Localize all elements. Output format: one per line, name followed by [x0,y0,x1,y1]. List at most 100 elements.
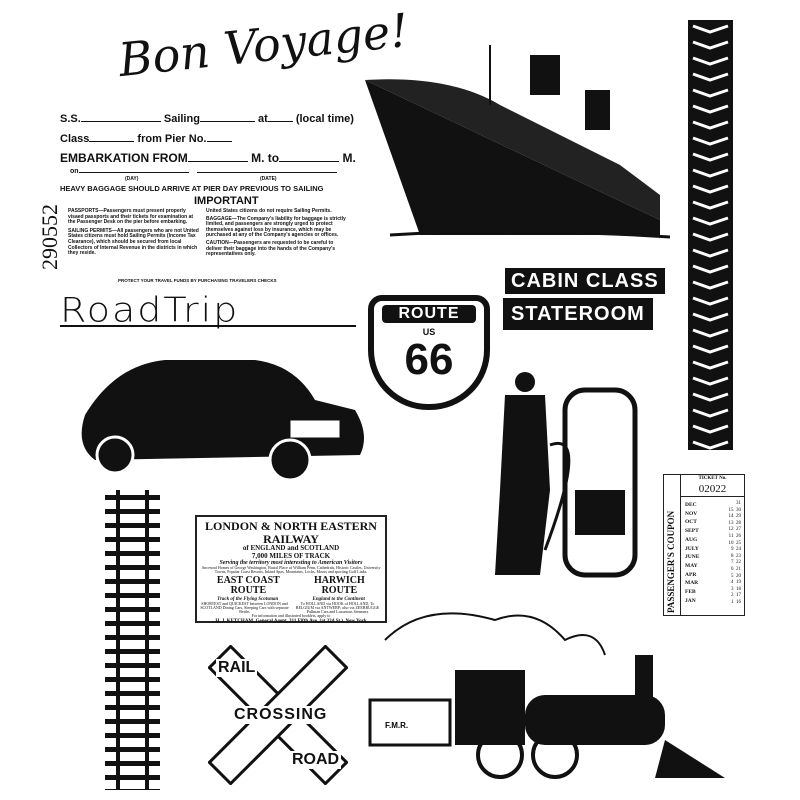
ticket-number: 02022 [681,482,744,497]
harwich-description: To HOLLAND via HOOK of HOLLAND, To BELGI… [295,600,380,615]
lner-title: LONDON & NORTH EASTERN RAILWAY [205,519,377,546]
coupon-month: DEC [685,502,697,508]
tire-tread [692,232,729,242]
rail-tie [105,747,160,752]
label-ss: S.S. [60,113,81,125]
route-label: ROUTE [382,305,476,323]
label-class: Class [60,133,90,145]
railroad-track-illustration [105,490,160,790]
coupon-month: SEPT [685,528,699,535]
route-66-shield: ROUTE US 66 [368,295,490,410]
rail-tie [105,537,160,542]
coupon-month: JULY [685,545,699,552]
coupon-days: 11 26 [728,533,741,539]
rail-tie [105,565,160,570]
rail-tie [105,663,160,668]
rail-tie [105,635,160,640]
tire-tread [692,296,729,306]
tire-tread [692,248,729,258]
tire-tread [692,408,729,418]
rail-tie [105,719,160,724]
tire-tread [692,152,729,162]
route-number: 66 [404,335,454,384]
coupon-days: 13 28 [728,520,742,526]
coupon-days: 4 19 [731,580,741,586]
sailing-permits-paragraph: SAILING PERMITS—All passengers who are n… [68,227,199,257]
important-heading: IMPORTANT [194,195,259,207]
rail-tie [105,705,160,710]
tire-tread [692,24,729,34]
coupon-month: AUG [685,536,698,543]
tire-tread [692,136,729,146]
lner-description: Ancestral Homes of George Washington, Bu… [201,565,381,575]
tire-tread [692,392,729,402]
label-at: at [257,113,268,125]
tire-tread [692,72,729,82]
coupon-days: 6 21 [731,566,741,572]
tire-tread [692,120,729,130]
tire-tread [692,376,729,386]
coupon-month: MAR [685,580,699,587]
tender-plate: F.M.R. [385,721,408,730]
lner-info: For information and illustrated booklets… [251,613,331,619]
passports-text: PASSPORTS—Passengers must present proper… [68,208,200,257]
coupon-days: 2 17 [731,593,741,599]
caution-paragraph: CAUTION—Passengers are requested to be c… [206,239,335,258]
lner-advertisement: LONDON & NORTH EASTERN RAILWAY of ENGLAN… [195,515,387,624]
coupon-days: 10 25 [728,540,742,546]
coupon-month: FEB [685,589,696,596]
harwich-subtitle: England to the Continent [312,596,365,602]
railroad-crossing-sign: RAIL CROSSING ROAD [208,645,348,785]
tire-tread [692,440,729,450]
ocean-liner-illustration [365,45,670,239]
rail-tie [105,649,160,654]
label-on: on [70,168,79,175]
coupon-days: 14 29 [728,514,742,520]
tire-tread [692,184,729,194]
label-pier: from Pier No. [137,133,207,145]
cabin-class-label: CABIN CLASS [505,268,665,294]
tire-tread [692,424,729,434]
citizens-paragraph: United States citizens do not require Sa… [206,208,332,214]
east-coast-subtitle: Track of the Flying Scotsman [217,596,279,602]
road-trip-underline [60,325,356,327]
rail-tie [105,761,160,766]
lner-serving: Serving the territory most interesting t… [219,559,363,566]
rail-tie [105,551,160,556]
rail-tie [105,775,160,780]
tire-tread [692,88,729,98]
coupon-days: 7 22 [731,560,741,566]
baggage-paragraph: BAGGAGE—The Company's liability for bagg… [206,215,346,239]
east-coast-description: SHORTEST and QUICKEST between LONDON and… [200,600,289,615]
tire-tread [692,104,729,114]
coupon-days: 8 23 [731,553,741,559]
ticket-footer: PROTECT YOUR TRAVEL FUNDS BY PURCHASING … [118,278,277,283]
harwich-route: HARWICH ROUTE [313,574,365,597]
us-label: US [422,327,436,337]
tire-tread [692,344,729,354]
tire-tread [692,168,729,178]
tire-tread [692,200,729,210]
tire-tread [692,216,729,226]
coupon-days: 1 16 [731,599,741,605]
coupon-month: MAY [685,562,698,569]
lner-subtitle: of ENGLAND and SCOTLAND [242,544,340,553]
label-date: (DATE) [260,176,277,182]
rail-tie [105,607,160,612]
ticket-line-4: on [70,166,337,175]
steam-locomotive-illustration: F.M.R. [368,612,725,779]
serial-number: 290552 [37,204,62,270]
label-local-time: (local time) [295,113,354,125]
ticket-line-2: Class from Pier No. [60,130,232,145]
label-sailing: Sailing [163,113,200,125]
crossing-board: CROSSING [232,706,330,724]
rail-tie [105,579,160,584]
passports-paragraph: PASSPORTS—Passengers must present proper… [68,208,194,226]
road-trip-title: RoadTrip [60,290,240,330]
coupon-side-label: PASSENGER'S COUPON [666,510,676,613]
ticket-line-1: S.S. Sailing at (local time) [60,110,354,125]
stateroom-label: STATEROOM [503,298,653,330]
coupon-month: JAN [685,597,696,604]
